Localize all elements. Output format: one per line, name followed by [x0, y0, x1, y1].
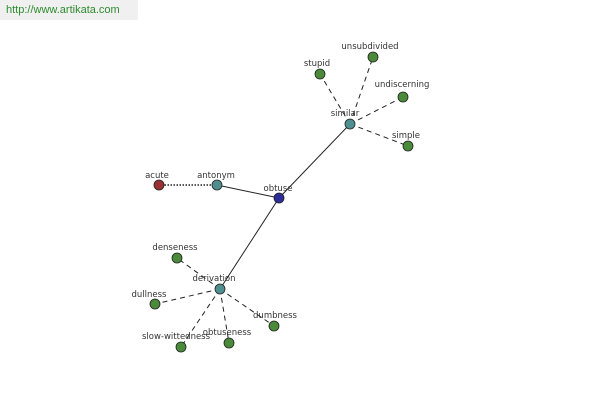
edge-derivation-obtuseness	[219, 288, 230, 344]
label-undiscerning: undiscerning	[375, 80, 430, 90]
node-slow-wittedness[interactable]	[175, 341, 187, 353]
edge-derivation-slow-wittedness	[180, 288, 221, 348]
node-dullness[interactable]	[149, 298, 161, 310]
label-simple: simple	[392, 131, 420, 141]
edge-derivation-dullness	[154, 288, 221, 305]
label-slow-wittedness: slow-wittedness	[142, 332, 211, 342]
node-derivation[interactable]	[214, 283, 226, 295]
label-acute: acute	[145, 171, 169, 181]
node-acute[interactable]	[153, 179, 165, 191]
label-dumbness: dumbness	[253, 311, 298, 321]
edge-similar-undiscerning	[349, 96, 404, 125]
label-derivation: derivation	[192, 274, 235, 284]
label-obtuse: obtuse	[264, 184, 293, 194]
label-obtuseness: obtuseness	[203, 328, 252, 338]
edge-obtuse-similar	[278, 123, 351, 199]
node-similar[interactable]	[344, 118, 356, 130]
edge-obtuse-derivation	[219, 197, 280, 290]
node-antonym[interactable]	[211, 179, 223, 191]
label-unsubdivided: unsubdivided	[341, 42, 398, 52]
node-simple[interactable]	[402, 140, 414, 152]
label-denseness: denseness	[152, 243, 198, 253]
edge-similar-stupid	[319, 73, 351, 125]
edge-derivation-dumbness	[219, 288, 275, 327]
edge-similar-simple	[349, 123, 409, 147]
node-undiscerning[interactable]	[397, 91, 409, 103]
node-denseness[interactable]	[171, 252, 183, 264]
edge-similar-unsubdivided	[349, 56, 374, 125]
edge-obtuse-antonym	[216, 184, 280, 199]
node-stupid[interactable]	[314, 68, 326, 80]
node-obtuseness[interactable]	[223, 337, 235, 349]
node-dumbness[interactable]	[268, 320, 280, 332]
label-similar: similar	[331, 109, 360, 119]
label-stupid: stupid	[304, 59, 330, 69]
watermark-url[interactable]: http://www.artikata.com	[0, 0, 138, 20]
label-antonym: antonym	[197, 171, 235, 181]
label-dullness: dullness	[132, 290, 168, 300]
node-obtuse[interactable]	[273, 192, 285, 204]
node-unsubdivided[interactable]	[367, 51, 379, 63]
